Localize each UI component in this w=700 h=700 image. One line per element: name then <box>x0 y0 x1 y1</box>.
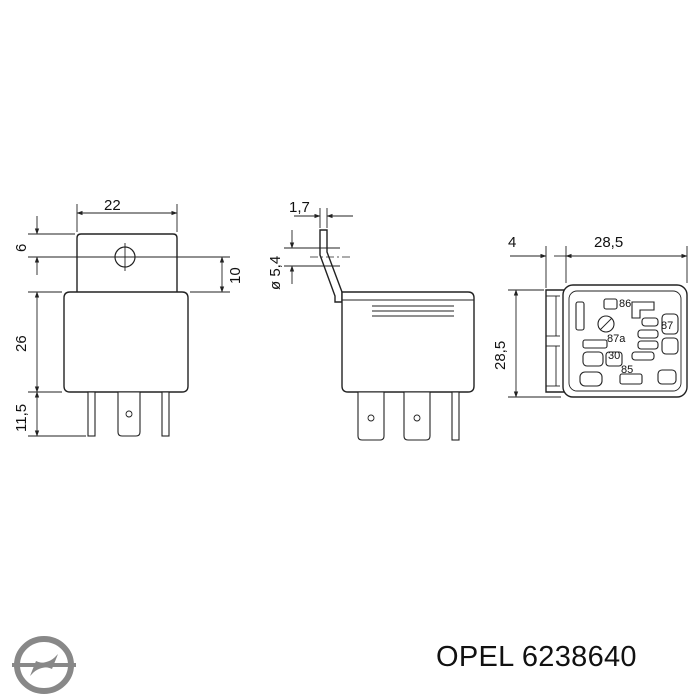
side-pin <box>357 391 385 441</box>
dim-front-hole-depth: 10 <box>227 267 244 284</box>
dim-front-width: 22 <box>104 197 121 214</box>
front-mounting-tab <box>76 233 178 292</box>
dim-top-offset: 4 <box>508 234 516 251</box>
pin-label-87a: 87a <box>607 333 626 345</box>
front-view: 22 6 10 26 11,5 <box>13 197 244 437</box>
dim-side-hole-diameter: ø 5,4 <box>267 256 284 290</box>
side-pin <box>451 391 460 441</box>
dim-side-thickness: 1,7 <box>289 199 310 216</box>
brand-part-label: OPEL 6238640 <box>436 641 637 674</box>
pin-label-86: 86 <box>619 298 631 310</box>
side-body <box>341 291 475 393</box>
pin-label-30: 30 <box>608 350 620 362</box>
pin-label-87: 87 <box>661 320 673 332</box>
front-body <box>63 291 189 393</box>
dim-top-width: 28,5 <box>594 234 623 251</box>
side-pin <box>403 391 431 441</box>
brand-name: OPEL <box>436 641 514 673</box>
front-pin <box>161 391 170 437</box>
part-number: 6238640 <box>521 641 637 673</box>
dim-front-hole-offset: 6 <box>13 244 30 252</box>
top-housing <box>562 284 688 398</box>
dim-front-pin-length: 11,5 <box>13 404 30 432</box>
side-view: 1,7 ø 5,4 <box>267 199 475 441</box>
opel-logo-icon <box>12 636 76 694</box>
pin-label-85: 85 <box>621 364 633 376</box>
front-pin <box>87 391 96 437</box>
dim-top-height: 28,5 <box>492 341 509 370</box>
front-pin <box>117 391 141 437</box>
top-view: 86 87 87a 30 85 4 28,5 28,5 <box>492 234 688 398</box>
dim-front-body-height: 26 <box>13 335 30 352</box>
